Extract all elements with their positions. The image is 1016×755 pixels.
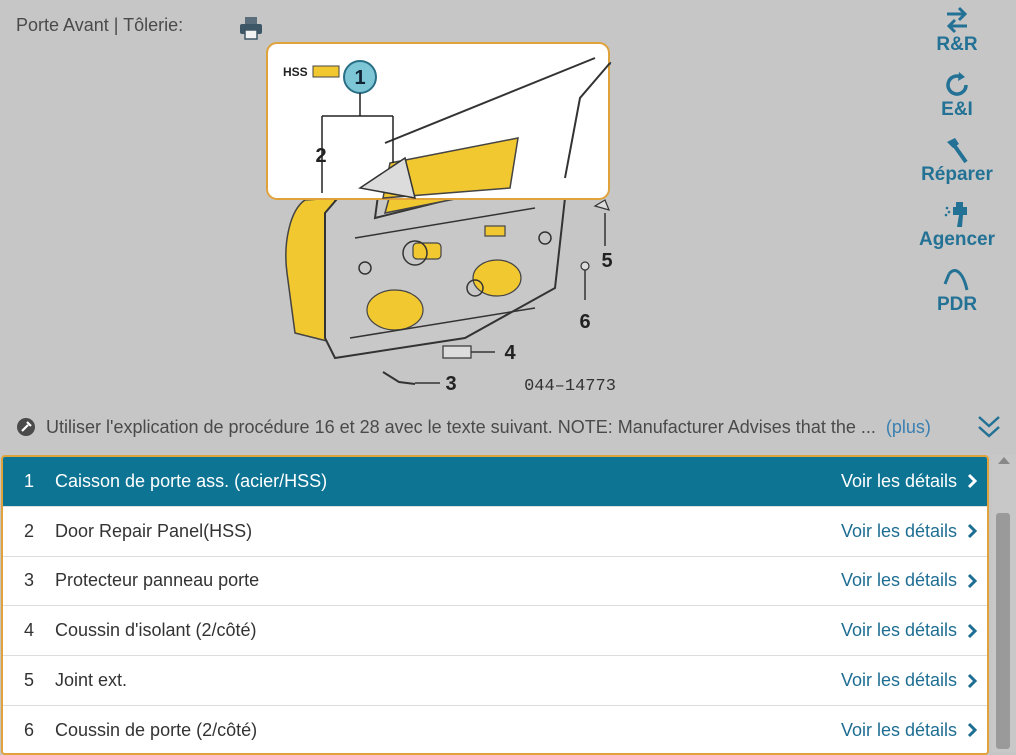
part-name: Coussin de porte (2/côté) <box>55 719 258 740</box>
chevron-double-down-icon[interactable] <box>974 413 1004 441</box>
callout-2: 2 <box>315 145 326 167</box>
repair-label: Réparer <box>921 164 993 185</box>
door-parts-diagram: HSS 1 2 3 4 5 6 044–14773 <box>266 42 616 396</box>
door-skin-shape <box>285 197 336 344</box>
part-number: 6 <box>23 719 34 740</box>
part-name: Protecteur panneau porte <box>55 570 260 591</box>
spray-gun-icon <box>944 202 967 227</box>
view-details-link[interactable]: Voir les détails <box>840 620 957 641</box>
swap-arrows-icon <box>946 6 968 34</box>
chevron-right-icon <box>967 474 978 489</box>
part-number: 5 <box>23 670 34 691</box>
part-row-2[interactable]: 2 Door Repair Panel(HSS) Voir les détail… <box>3 506 987 557</box>
part-name: Coussin d'isolant (2/côté) <box>55 620 257 641</box>
part-name: Joint ext. <box>55 670 128 691</box>
view-details-link[interactable]: Voir les détails <box>840 670 957 691</box>
diagram-ref-code: 044–14773 <box>524 377 616 396</box>
notes-bar: Utiliser l'explication de procédure 16 e… <box>0 405 1016 449</box>
callout-3: 3 <box>445 373 456 395</box>
part-row-1[interactable]: 1 Caisson de porte ass. (acier/HSS) Voir… <box>3 457 987 507</box>
chevron-right-icon <box>967 673 978 688</box>
rr-button[interactable]: R&R <box>916 4 998 69</box>
notes-text: Utiliser l'explication de procédure 16 e… <box>46 416 876 437</box>
refinish-label: Agencer <box>918 229 996 250</box>
part-row-3[interactable]: 3 Protecteur panneau porte Voir les déta… <box>3 556 987 607</box>
part-name: Caisson de porte ass. (acier/HSS) <box>55 470 328 491</box>
part-name: Door Repair Panel(HSS) <box>55 520 253 541</box>
hammer-icon <box>947 138 968 164</box>
action-toolbar: R&R E&I Réparer Agencer PDR <box>916 4 998 329</box>
parts-list-scrollbar[interactable] <box>992 455 1016 752</box>
callout-1: 1 <box>354 67 365 89</box>
part-row-6[interactable]: 6 Coussin de porte (2/côté) Voir les dét… <box>3 705 987 753</box>
part-number: 4 <box>23 620 34 641</box>
parts-list: 1 Caisson de porte ass. (acier/HSS) Voir… <box>1 455 989 755</box>
chevron-right-icon <box>967 623 978 638</box>
chevron-right-icon <box>967 573 978 589</box>
view-details-link[interactable]: Voir les détails <box>840 470 957 491</box>
scroll-up-arrow-icon[interactable] <box>998 457 1010 464</box>
part-number: 3 <box>23 570 34 591</box>
page-title: Porte Avant | Tôlerie: <box>16 15 184 35</box>
pdr-label: PDR <box>936 294 978 315</box>
pdr-tool-icon <box>943 269 969 291</box>
view-details-link[interactable]: Voir les détails <box>840 719 957 740</box>
print-icon[interactable] <box>238 15 264 41</box>
view-details-link[interactable]: Voir les détails <box>840 570 957 591</box>
view-details-link[interactable]: Voir les détails <box>840 520 957 541</box>
chevron-right-icon <box>967 723 978 738</box>
wrench-icon <box>17 418 35 436</box>
callout-5: 5 <box>601 250 612 272</box>
notes-more-link[interactable]: (plus) <box>885 416 931 437</box>
hss-legend-label: HSS <box>283 65 308 79</box>
refresh-icon <box>946 72 968 96</box>
callout-6: 6 <box>579 311 590 333</box>
pdr-button[interactable]: PDR <box>916 264 998 329</box>
refinish-button[interactable]: Agencer <box>916 199 998 264</box>
part-row-4[interactable]: 4 Coussin d'isolant (2/côté) Voir les dé… <box>3 606 987 657</box>
scroll-thumb[interactable] <box>996 513 1010 749</box>
callout-4: 4 <box>504 342 516 364</box>
part-number: 1 <box>23 470 34 491</box>
ei-button[interactable]: E&I <box>916 69 998 134</box>
part-number: 2 <box>23 520 34 541</box>
chevron-right-icon <box>967 524 978 539</box>
rr-label: R&R <box>936 34 978 55</box>
repair-button[interactable]: Réparer <box>916 134 998 199</box>
ei-label: E&I <box>941 99 973 120</box>
part-row-5[interactable]: 5 Joint ext. Voir les détails <box>3 656 987 706</box>
